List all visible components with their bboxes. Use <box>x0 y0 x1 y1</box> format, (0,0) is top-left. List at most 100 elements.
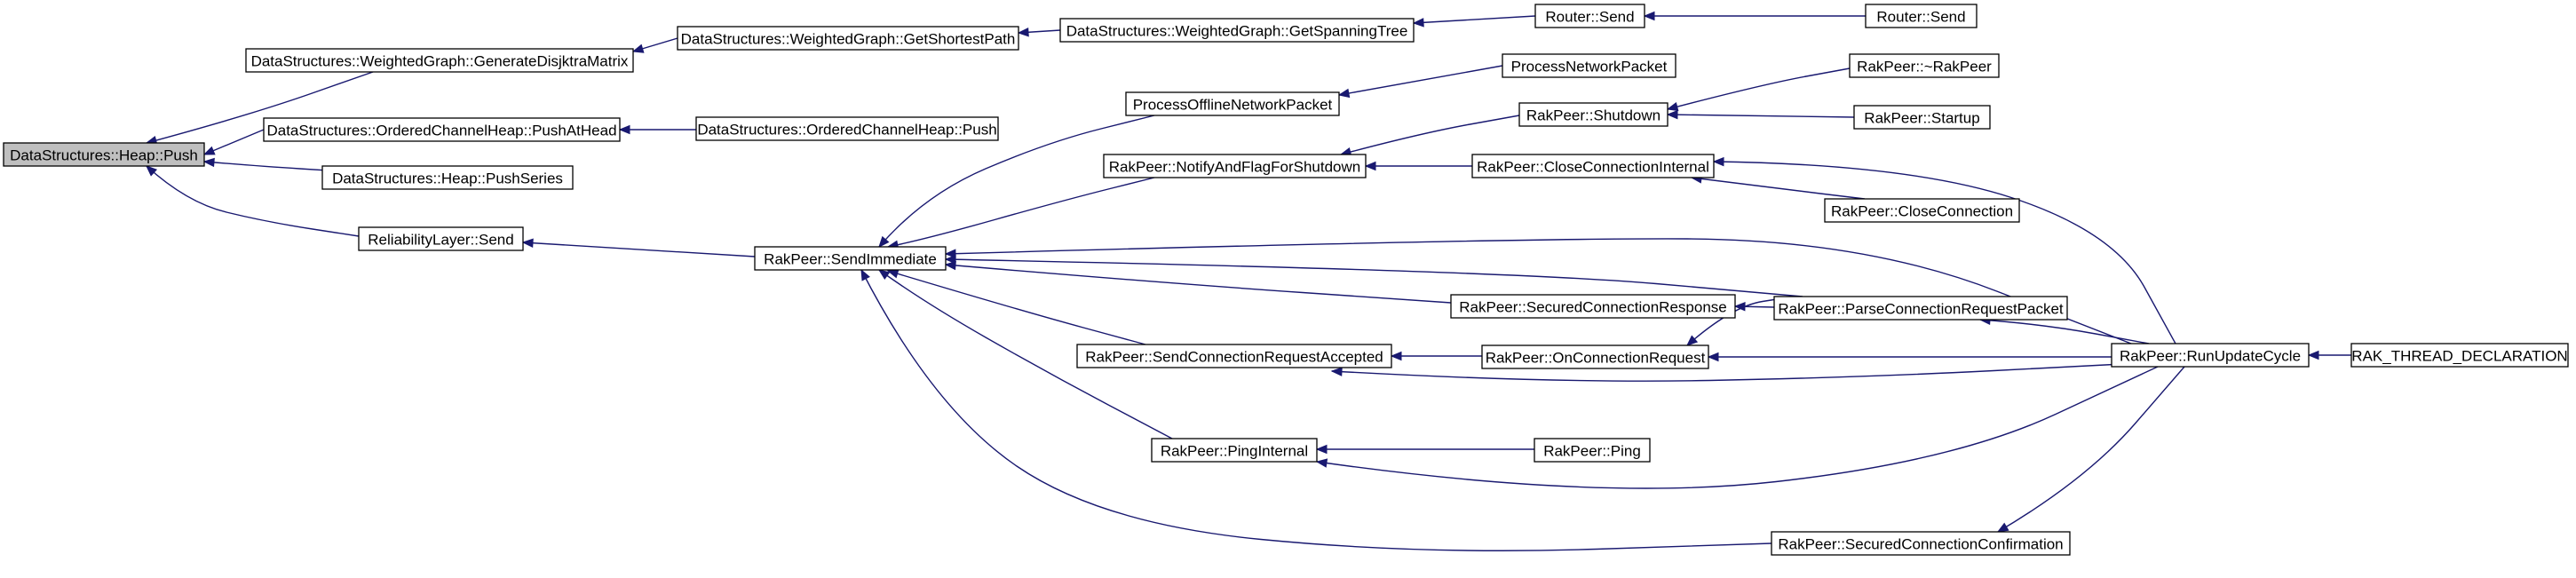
node-send-conn-accepted[interactable]: RakPeer::SendConnectionRequestAccepted <box>1076 344 1392 368</box>
node-close-conn[interactable]: RakPeer::CloseConnection <box>1824 198 2020 223</box>
node-och-push[interactable]: DataStructures::OrderedChannelHeap::Push <box>695 116 999 141</box>
node-box[interactable] <box>245 48 634 73</box>
node-box[interactable] <box>1865 4 1978 28</box>
node-box[interactable] <box>1771 531 2071 556</box>
node-label: RakPeer::~RakPeer <box>1857 59 1992 75</box>
node-box[interactable] <box>1151 438 1318 463</box>
node-ping[interactable]: RakPeer::Ping <box>1534 438 1651 463</box>
edge-line <box>522 241 756 257</box>
node-label: DataStructures::Heap::PushSeries <box>332 170 563 187</box>
call-graph-edges <box>145 11 2351 551</box>
arrowhead <box>944 254 956 265</box>
node-box[interactable] <box>1059 18 1415 43</box>
edge-thread_decl-to-run_update <box>2307 350 2351 360</box>
node-router-send1[interactable]: Router::Send <box>1534 4 1645 28</box>
edge-line <box>1667 67 1851 110</box>
node-notify-shutdown[interactable]: RakPeer::NotifyAndFlagForShutdown <box>1103 154 1367 178</box>
edge-run_update-to-send_immediate <box>944 238 2132 344</box>
arrowhead <box>1364 161 1376 171</box>
node-box[interactable] <box>677 26 1019 51</box>
arrowhead <box>521 238 534 248</box>
edge-line <box>1340 115 1520 155</box>
node-destructor[interactable]: RakPeer::~RakPeer <box>1849 53 2000 78</box>
node-rl-send[interactable]: ReliabilityLayer::Send <box>358 226 524 251</box>
node-box[interactable] <box>321 165 574 190</box>
edge-run_update-to-close_conn_internal <box>1712 156 2176 344</box>
node-box[interactable] <box>1849 53 2000 78</box>
arrowhead <box>146 165 158 177</box>
edge-run_update-to-send_conn_accepted <box>1330 363 2123 382</box>
node-parse-conn-req[interactable]: RakPeer::ParseConnectionRequestPacket <box>1773 296 2068 321</box>
node-label: RakPeer::SecuredConnectionResponse <box>1459 299 1726 316</box>
edge-router_send1-to-spanning_tree <box>1412 15 1536 28</box>
node-box[interactable] <box>754 246 947 271</box>
edge-send_conn_accepted-to-send_immediate <box>886 269 1146 345</box>
node-box[interactable] <box>1450 294 1736 319</box>
node-spanning-tree[interactable]: DataStructures::WeightedGraph::GetSpanni… <box>1059 18 1415 43</box>
node-box[interactable] <box>1534 4 1645 28</box>
node-box[interactable] <box>1853 105 1991 130</box>
node-label: ProcessOfflineNetworkPacket <box>1133 97 1333 114</box>
node-box[interactable] <box>695 116 999 141</box>
edge-pushseries-to-heap_push <box>202 157 343 172</box>
node-box[interactable] <box>1502 53 1676 78</box>
edge-line <box>1667 114 1855 118</box>
node-process-network-packet[interactable]: ProcessNetworkPacket <box>1502 53 1676 78</box>
node-box[interactable] <box>1481 344 1709 369</box>
arrowhead <box>1017 28 1029 37</box>
edge-line <box>1979 319 2150 344</box>
edge-parse_conn_req-to-send_immediate <box>944 254 1803 297</box>
edge-line <box>146 165 360 237</box>
node-startup[interactable]: RakPeer::Startup <box>1853 105 1991 130</box>
node-heap-push[interactable]: DataStructures::Heap::Push <box>3 142 205 167</box>
node-pushathead[interactable]: DataStructures::OrderedChannelHeap::Push… <box>263 117 621 142</box>
node-box[interactable] <box>358 226 524 251</box>
node-box[interactable] <box>263 117 621 142</box>
edge-line <box>945 238 2132 344</box>
node-box[interactable] <box>1076 344 1392 368</box>
edge-ping_internal-to-send_immediate <box>877 269 1173 439</box>
node-thread-decl[interactable]: RAK_THREAD_DECLARATION <box>2350 343 2569 368</box>
node-box[interactable] <box>1103 154 1367 178</box>
node-send-immediate[interactable]: RakPeer::SendImmediate <box>754 246 947 271</box>
edge-run_update-to-parse_conn_req <box>1978 315 2150 344</box>
node-box[interactable] <box>2350 343 2569 368</box>
node-router-send2[interactable]: Router::Send <box>1865 4 1978 28</box>
arrowhead <box>202 146 216 155</box>
node-on-conn-request[interactable]: RakPeer::OnConnectionRequest <box>1481 344 1709 369</box>
node-ping-internal[interactable]: RakPeer::PingInternal <box>1151 438 1318 463</box>
node-gen-dijkstra[interactable]: DataStructures::WeightedGraph::GenerateD… <box>245 48 634 73</box>
node-pushseries[interactable]: DataStructures::Heap::PushSeries <box>321 165 574 190</box>
node-close-conn-internal[interactable]: RakPeer::CloseConnectionInternal <box>1471 154 1715 178</box>
node-secured-confirm[interactable]: RakPeer::SecuredConnectionConfirmation <box>1771 531 2071 556</box>
arrowhead <box>878 235 890 249</box>
node-box[interactable] <box>1125 91 1340 116</box>
node-label: RakPeer::PingInternal <box>1161 443 1308 460</box>
node-shortest-path[interactable]: DataStructures::WeightedGraph::GetShorte… <box>677 26 1019 51</box>
node-box[interactable] <box>1534 438 1651 463</box>
node-box[interactable] <box>1471 154 1715 178</box>
arrowhead <box>1666 102 1679 112</box>
node-secured-resp[interactable]: RakPeer::SecuredConnectionResponse <box>1450 294 1736 319</box>
node-box[interactable] <box>1518 102 1668 127</box>
node-label: RakPeer::Ping <box>1543 443 1641 460</box>
node-run-update[interactable]: RakPeer::RunUpdateCycle <box>2111 343 2310 368</box>
edge-line <box>878 115 1155 248</box>
node-offline-packet[interactable]: ProcessOfflineNetworkPacket <box>1125 91 1340 116</box>
node-box[interactable] <box>2111 343 2310 368</box>
edge-close_conn-to-close_conn_internal <box>1690 174 1866 200</box>
edge-destructor-to-shutdown <box>1666 67 1851 112</box>
arrowhead <box>1686 335 1699 346</box>
node-box[interactable] <box>3 142 205 167</box>
node-label: RakPeer::CloseConnectionInternal <box>1477 159 1709 176</box>
node-label: RakPeer::Shutdown <box>1526 107 1661 124</box>
edge-pushathead-to-heap_push <box>202 129 265 155</box>
arrowhead <box>1390 351 1402 361</box>
node-shutdown[interactable]: RakPeer::Shutdown <box>1518 102 1668 127</box>
edge-shutdown-to-notify_shutdown <box>1339 115 1520 157</box>
node-label: DataStructures::Heap::Push <box>10 147 198 164</box>
node-box[interactable] <box>1773 296 2068 321</box>
node-label: RakPeer::Startup <box>1864 110 1979 127</box>
node-box[interactable] <box>1824 198 2020 223</box>
edge-run_update-to-on_conn_request <box>1707 352 2112 362</box>
